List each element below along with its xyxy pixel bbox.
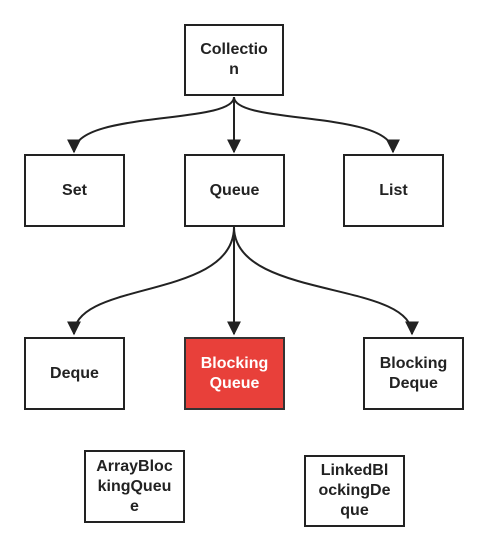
node-blocking-deque-line-1: Blocking: [379, 354, 448, 372]
node-queue-label: Queue: [209, 181, 260, 199]
node-linked-blocking-deque-line-1: LinkedBl: [320, 462, 389, 479]
node-blocking-queue-line-1: Blocking: [200, 354, 269, 372]
edge-queue-deque: [67, 226, 235, 336]
node-blocking-queue[interactable]: Blocking Queue: [184, 337, 285, 410]
node-collection-line-1: Collectio: [200, 41, 268, 58]
node-linked-blocking-deque[interactable]: LinkedBl ockingDe que: [304, 455, 405, 527]
edge-collection-set: [67, 96, 235, 154]
node-array-blocking-queue-line-2: kingQueu: [97, 477, 172, 495]
node-blocking-deque[interactable]: Blocking Deque: [363, 337, 464, 410]
node-blocking-queue-line-2: Queue: [209, 374, 260, 392]
node-array-blocking-queue[interactable]: ArrayBloc kingQueu e: [84, 450, 185, 523]
node-deque-label: Deque: [50, 364, 99, 382]
edge-queue-blocking-deque: [233, 226, 419, 336]
node-blocking-deque-line-2: Deque: [389, 374, 438, 392]
node-list-label: List: [379, 181, 408, 199]
node-list[interactable]: List: [343, 154, 444, 227]
node-queue[interactable]: Queue: [184, 154, 285, 227]
node-array-blocking-queue-line-3: e: [130, 497, 139, 515]
node-linked-blocking-deque-line-2: ockingDe: [318, 482, 391, 499]
node-set[interactable]: Set: [24, 154, 125, 227]
node-deque[interactable]: Deque: [24, 337, 125, 410]
node-collection-line-2: n: [229, 61, 239, 78]
node-linked-blocking-deque-line-3: que: [340, 502, 369, 519]
node-set-label: Set: [62, 181, 87, 199]
node-array-blocking-queue-line-1: ArrayBloc: [96, 457, 173, 475]
edge-collection-list: [233, 96, 400, 154]
node-collection[interactable]: Collectio n: [184, 24, 284, 96]
